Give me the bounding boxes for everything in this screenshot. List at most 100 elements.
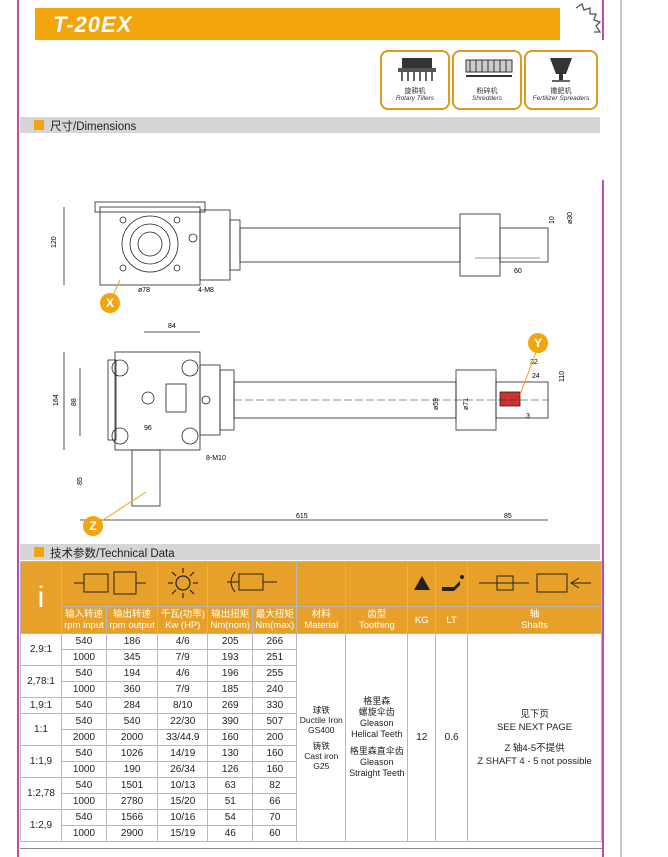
fertilizer-spreader-icon xyxy=(550,58,572,82)
heading-mark xyxy=(34,120,44,130)
value-cell: 196 xyxy=(207,665,254,682)
app-shredders: 粉碎机 Shredders xyxy=(452,50,522,110)
value-cell: 193 xyxy=(207,649,254,666)
value-cell: 1501 xyxy=(105,777,159,794)
value-cell: 2900 xyxy=(105,825,159,842)
value-cell: 70 xyxy=(252,809,298,826)
dimensions-heading: 尺寸/Dimensions xyxy=(50,121,137,133)
value-cell: 540 xyxy=(61,713,107,730)
leader-y xyxy=(519,346,539,396)
value-cell: 14/19 xyxy=(157,745,209,762)
shaft-icon xyxy=(467,561,602,607)
value-cell: 2000 xyxy=(105,729,159,746)
ratio-cell: 1:1 xyxy=(20,713,62,746)
kg-cell: 12 xyxy=(407,633,437,842)
page-frame-right-top xyxy=(602,0,604,40)
value-cell: 15/19 xyxy=(157,825,209,842)
shredder-icon xyxy=(465,59,513,77)
dim-615: 615 xyxy=(296,513,308,520)
value-cell: 2780 xyxy=(105,793,159,810)
title-bar: T-20EX xyxy=(35,8,560,40)
label-z: Z xyxy=(83,516,103,536)
value-cell: 540 xyxy=(61,809,107,826)
app-cn-label: 粉碎机 xyxy=(476,88,498,95)
page-frame-left xyxy=(17,0,19,857)
page-frame-right xyxy=(602,180,604,857)
value-cell: 540 xyxy=(61,777,107,794)
leader-z xyxy=(99,491,147,523)
value-cell: 26/34 xyxy=(157,761,209,778)
lt-cell: 0.6 xyxy=(435,633,469,842)
value-cell: 4/6 xyxy=(157,665,209,682)
value-cell: 186 xyxy=(105,633,159,650)
dim-d78: ø78 xyxy=(138,287,150,294)
ratio-cell: 1:2,9 xyxy=(20,809,62,842)
heading-mark xyxy=(34,547,44,557)
value-cell: 540 xyxy=(61,745,107,762)
value-cell: 1026 xyxy=(105,745,159,762)
value-cell: 1000 xyxy=(61,793,107,810)
value-cell: 1000 xyxy=(61,825,107,842)
ratio-cell: 2,9:1 xyxy=(20,633,62,666)
dimensions-heading-bar: 尺寸/Dimensions xyxy=(20,117,600,133)
gearbox-icon xyxy=(60,561,159,607)
value-cell: 205 xyxy=(207,633,254,650)
power-icon xyxy=(157,561,209,607)
value-cell: 255 xyxy=(252,665,298,682)
dim-60: 60 xyxy=(514,268,522,275)
lt-header: LT xyxy=(435,606,469,634)
dim-110: 110 xyxy=(559,371,566,382)
app-en-label: Fertilizer Spreaders xyxy=(532,95,590,102)
dim-8-m10: 8-M10 xyxy=(206,455,226,462)
value-cell: 160 xyxy=(252,761,298,778)
value-cell: 160 xyxy=(207,729,254,746)
app-cn-label: 旋耕机 xyxy=(404,88,426,95)
dim-164: 164 xyxy=(53,394,60,406)
dim-120: 120 xyxy=(51,236,58,248)
dim-d30: ø30 xyxy=(567,212,574,224)
weight-icon xyxy=(407,561,437,607)
value-cell: 540 xyxy=(105,713,159,730)
value-cell: 7/9 xyxy=(157,681,209,698)
product-title: T-20EX xyxy=(53,12,133,37)
value-cell: 66 xyxy=(252,793,298,810)
value-cell: 540 xyxy=(61,665,107,682)
dim-84: 84 xyxy=(168,323,176,330)
value-cell: 200 xyxy=(252,729,298,746)
value-cell: 330 xyxy=(252,697,298,714)
value-cell: 4/6 xyxy=(157,633,209,650)
value-cell: 15/20 xyxy=(157,793,209,810)
value-cell: 51 xyxy=(207,793,254,810)
value-cell: 1000 xyxy=(61,649,107,666)
value-cell: 1000 xyxy=(61,681,107,698)
app-fertilizer-spreaders: 撒肥机 Fertilizer Spreaders xyxy=(524,50,598,110)
value-cell: 284 xyxy=(105,697,159,714)
value-cell: 54 xyxy=(207,809,254,826)
app-en-label: Shredders xyxy=(472,95,502,102)
value-cell: 240 xyxy=(252,681,298,698)
value-cell: 2000 xyxy=(61,729,107,746)
value-cell: 160 xyxy=(252,745,298,762)
value-cell: 540 xyxy=(61,697,107,714)
rotary-tiller-icon xyxy=(398,58,436,81)
bottom-rule xyxy=(20,848,602,849)
dim-10: 10 xyxy=(549,216,556,224)
dim-3: 3 xyxy=(526,413,530,420)
dim-85-vertical: 85 xyxy=(77,477,84,485)
value-cell: 8/10 xyxy=(157,697,209,714)
material-header-blank xyxy=(296,561,347,607)
value-cell: 10/13 xyxy=(157,777,209,794)
